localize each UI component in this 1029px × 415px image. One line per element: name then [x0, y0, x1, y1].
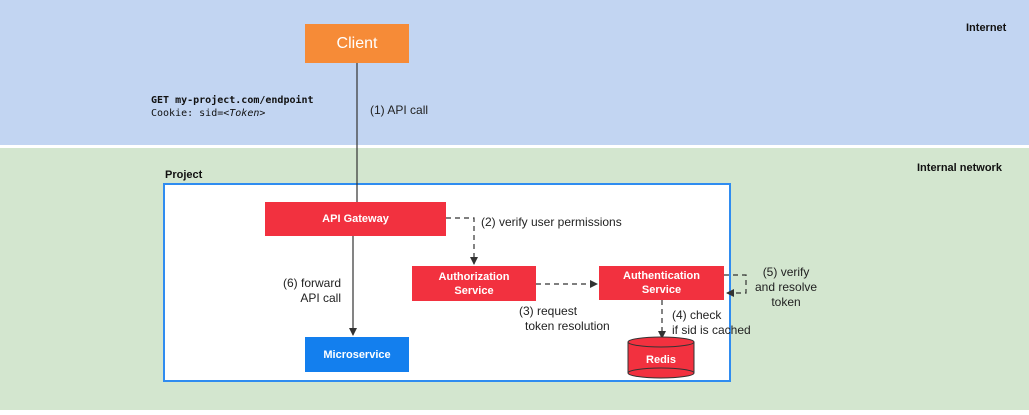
forward-call-line1: (6) forward — [282, 276, 341, 290]
request-line: GET my-project.com/endpoint — [151, 95, 314, 106]
forward-call-line2: API call — [300, 291, 341, 305]
check-cached-label: (4) check if sid is cached — [672, 308, 751, 338]
internal-network-label: Internal network — [917, 162, 1002, 174]
api-gateway-node: API Gateway — [265, 202, 446, 236]
redis-label: Redis — [646, 354, 676, 366]
authentication-line1: Authentication — [623, 270, 700, 282]
verify-permissions-label: (2) verify user permissions — [481, 215, 622, 229]
verify-resolve-line3: token — [771, 295, 801, 309]
verify-resolve-line1: (5) verify — [762, 265, 810, 279]
cookie-prefix: Cookie: sid= — [151, 108, 224, 119]
authorization-line2: Service — [454, 284, 494, 297]
redis-cylinder — [627, 336, 695, 379]
authentication-service-node: Authentication Service — [599, 266, 724, 300]
internet-zone-label: Internet — [966, 22, 1007, 34]
verify-permissions-edge — [446, 217, 478, 265]
client-node: Client — [305, 24, 409, 63]
request-resolution-line2: token resolution — [525, 319, 610, 333]
request-resolution-line1: (3) request — [519, 304, 578, 318]
cookie-token: <Token> — [223, 108, 266, 119]
microservice-node: Microservice — [305, 337, 409, 372]
project-label: Project — [165, 169, 203, 181]
request-resolution-label: (3) request token resolution — [519, 304, 610, 334]
check-cached-line2: if sid is cached — [672, 323, 751, 337]
verify-resolve-label: (5) verify and resolve token — [755, 265, 817, 310]
api-call-label: (1) API call — [370, 103, 429, 117]
check-cached-line1: (4) check — [672, 308, 722, 322]
verify-resolve-loop — [724, 274, 747, 297]
verify-resolve-line2: and resolve — [755, 280, 818, 294]
cookie-line: Cookie: sid=<Token> — [151, 107, 265, 120]
internet-zone — [0, 0, 1029, 145]
forward-call-label: (6) forward API call — [273, 276, 341, 306]
authorization-line1: Authorization — [438, 270, 510, 283]
authentication-line2: Service — [641, 284, 682, 296]
authorization-service-node: Authorization Service — [412, 266, 536, 301]
